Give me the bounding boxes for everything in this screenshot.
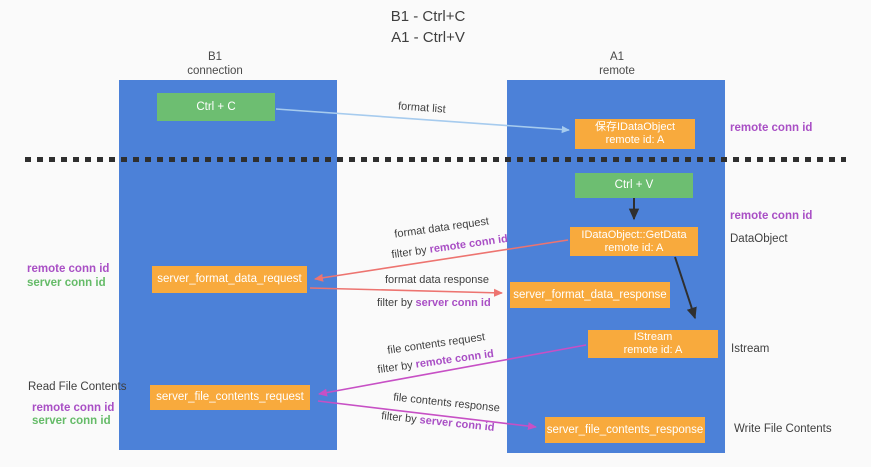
server-file-contents-request-label: server_file_contents_request — [156, 391, 304, 403]
annotation-left-server-conn-id-bottom: server conn id — [32, 415, 111, 427]
annotation-remote-conn-id-top: remote conn id — [730, 122, 813, 134]
ctrl-v-box: Ctrl + V — [575, 173, 693, 198]
annotation-read-file-contents: Read File Contents — [28, 381, 127, 393]
save-dataobject-line1: 保存IDataObject — [594, 121, 676, 133]
server-format-data-response-box: server_format_data_response — [510, 282, 670, 308]
format-list-label: format list — [397, 100, 447, 116]
ctrl-v-label: Ctrl + V — [614, 179, 654, 191]
filter-by-text: filter by — [380, 410, 421, 427]
lane-b1-subtitle: connection — [187, 65, 243, 77]
lane-a1-name: A1 — [609, 51, 625, 63]
server-file-contents-response-box: server_file_contents_response — [545, 417, 705, 443]
filter-by-text: filter by — [377, 297, 416, 309]
istream-line1: IStream — [633, 331, 673, 343]
filter-key-text: remote conn id — [428, 232, 509, 256]
format-data-response-arrow — [309, 287, 503, 297]
page-title: B1 - Ctrl+C A1 - Ctrl+V — [288, 6, 568, 48]
lane-b1-name: B1 — [207, 51, 223, 63]
filter-key-text: server conn id — [415, 297, 491, 309]
annotation-left-remote-conn-id-bottom: remote conn id — [32, 402, 115, 414]
filter-key-text: server conn id — [418, 414, 496, 434]
lane-header-b1: B1 connection — [160, 50, 270, 78]
ctrl-c-box: Ctrl + C — [157, 93, 275, 121]
annotation-left-remote-conn-id-mid: remote conn id — [27, 263, 110, 275]
getdata-line1: IDataObject::GetData — [581, 228, 687, 241]
server-format-data-request-label: server_format_data_request — [157, 273, 302, 285]
annotation-istream: Istream — [731, 343, 770, 355]
istream-line2: remote id: A — [623, 344, 683, 356]
file-contents-response-label: file contents response — [392, 391, 501, 415]
title-line-1: B1 - Ctrl+C — [390, 8, 466, 25]
server-file-contents-response-label: server_file_contents_response — [546, 423, 704, 436]
server-format-data-request-box: server_format_data_request — [152, 266, 307, 293]
annotation-remote-conn-id-mid: remote conn id — [730, 210, 813, 222]
istream-box: IStream remote id: A — [588, 330, 718, 358]
file-contents-response-filter-label: filter by server conn id — [381, 410, 495, 434]
ctrl-c-label: Ctrl + C — [196, 100, 236, 113]
annotation-write-file-contents: Write File Contents — [734, 423, 832, 435]
format-data-response-label: format data response — [385, 274, 489, 286]
format-data-response-filter-label: filter by server conn id — [377, 297, 491, 309]
title-line-2: A1 - Ctrl+V — [391, 29, 465, 46]
save-dataobject-box: 保存IDataObject remote id: A — [575, 119, 695, 149]
lane-a1-subtitle: remote — [599, 65, 635, 77]
save-dataobject-line2: remote id: A — [605, 134, 665, 146]
server-format-data-response-label: server_format_data_response — [513, 288, 667, 301]
dashed-separator-line — [25, 157, 846, 162]
filter-by-text: filter by — [376, 358, 417, 377]
getdata-line2: remote id: A — [604, 241, 664, 254]
lane-header-a1: A1 remote — [562, 50, 672, 78]
annotation-left-server-conn-id-mid: server conn id — [27, 277, 106, 289]
filter-by-text: filter by — [390, 243, 431, 262]
annotation-dataobject: DataObject — [730, 233, 788, 245]
getdata-box: IDataObject::GetData remote id: A — [570, 227, 698, 256]
server-file-contents-request-box: server_file_contents_request — [150, 385, 310, 410]
